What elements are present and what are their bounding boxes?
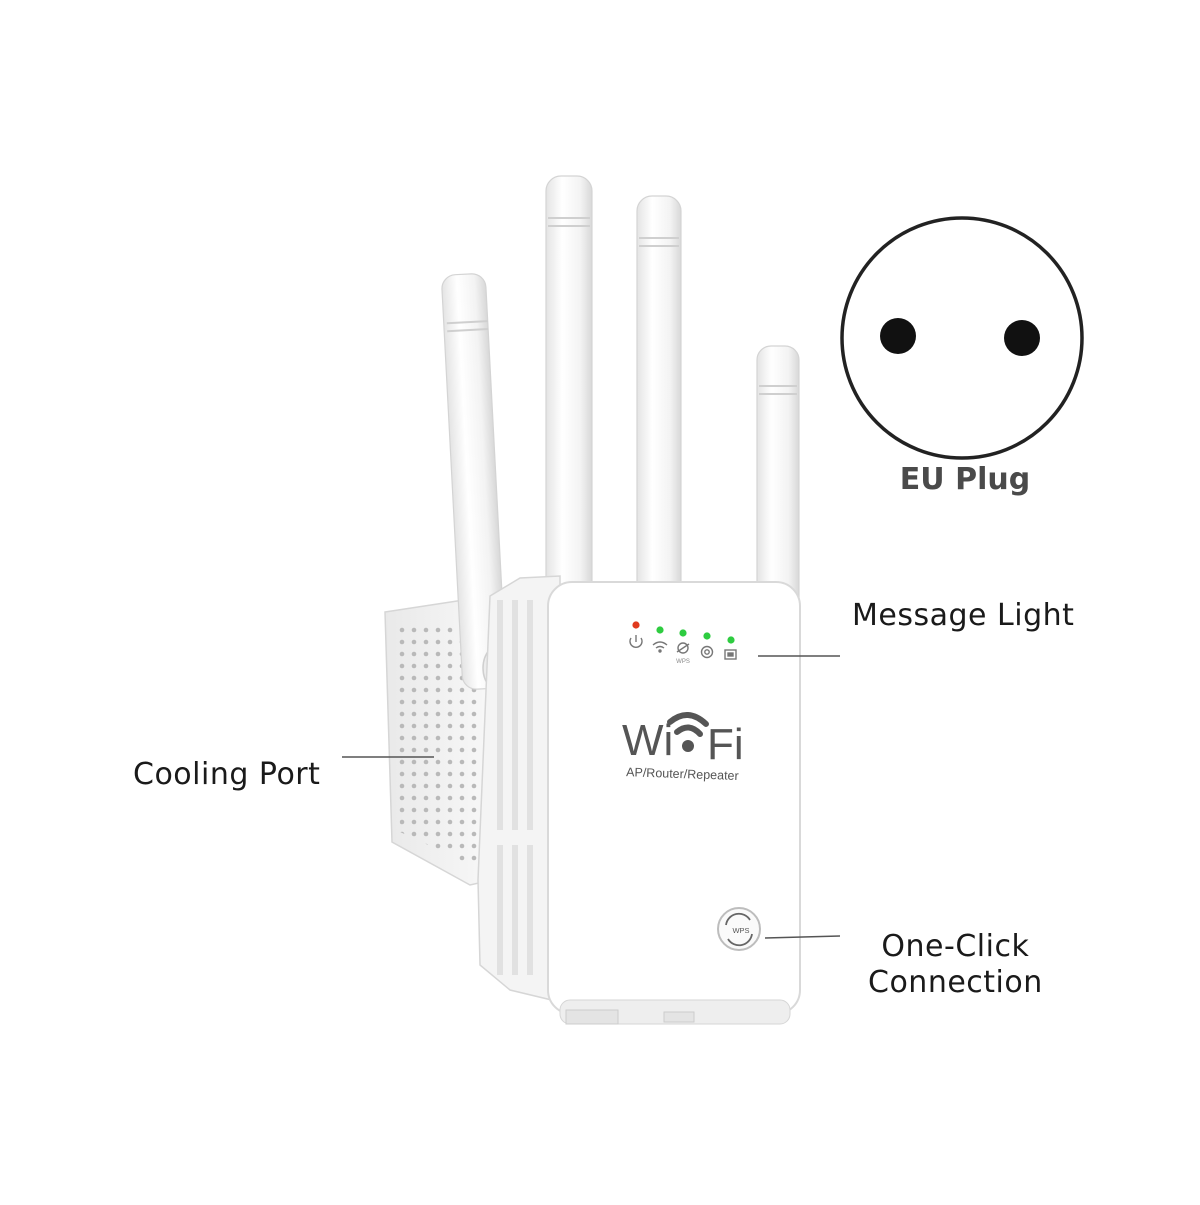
wps-button-label: WPS (732, 926, 749, 935)
plug-pin (880, 318, 916, 354)
one-click-label-line1: One-Click (881, 929, 1030, 964)
led-wps (679, 629, 687, 637)
one-click-leader (764, 935, 841, 939)
refresh-arrow-icon (727, 933, 753, 947)
vented-body (477, 575, 561, 1003)
brand-wi: Wi (622, 716, 673, 765)
cooling-port-label: Cooling Port (133, 757, 321, 792)
message-light-label: Message Light (852, 598, 1075, 633)
lan-port (565, 1009, 619, 1025)
led-wifi (656, 626, 664, 634)
led-settings (703, 632, 711, 640)
wifi-icon (652, 641, 668, 653)
antenna (636, 195, 682, 597)
lan-icon (724, 649, 737, 660)
eu-plug-diagram (840, 216, 1084, 460)
power-icon (629, 635, 643, 648)
wifi-icon (667, 712, 709, 737)
refresh-arrow-icon (725, 912, 751, 926)
led-power (632, 621, 640, 629)
wifi-logo: Wi Fi AP/Router/Repeater (622, 712, 744, 783)
message-lights (632, 621, 735, 644)
plug-pin (1004, 320, 1040, 356)
device-subtitle: AP/Router/Repeater (626, 765, 739, 783)
plug-outline (840, 216, 1084, 460)
one-click-connection-label: One-Click Connection (868, 929, 1043, 1001)
front-panel (547, 581, 801, 1025)
led-lan (727, 636, 735, 644)
settings-icon (700, 645, 714, 659)
one-click-label-line2: Connection (868, 965, 1043, 1000)
brand-fi: Fi (707, 720, 744, 769)
wps-icon (676, 642, 690, 654)
wps-indicator-label: WPS (676, 659, 690, 665)
wps-button[interactable]: WPS (717, 907, 761, 951)
lan-port (663, 1011, 695, 1023)
antenna (545, 175, 593, 597)
eu-plug-caption: EU Plug (899, 462, 1031, 497)
